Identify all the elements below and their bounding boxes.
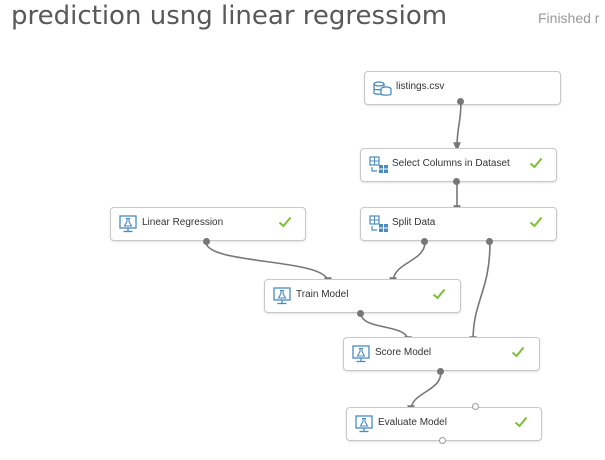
module-linear-regression[interactable]: Linear Regression	[110, 207, 306, 241]
output-port[interactable]	[439, 437, 446, 444]
completed-check-icon	[529, 156, 543, 170]
output-port[interactable]	[357, 310, 364, 317]
experiment-title[interactable]: prediction usng linear regressiom	[11, 1, 448, 31]
module-select-columns[interactable]: Select Columns in Dataset	[360, 148, 557, 182]
module-score-model[interactable]: Score Model	[343, 337, 540, 371]
edge-train-to-score	[360, 312, 412, 346]
completed-check-icon	[514, 415, 528, 429]
module-label: Split Data	[392, 217, 436, 228]
output-port[interactable]	[453, 178, 460, 185]
module-label: Evaluate Model	[378, 417, 447, 428]
module-label: Linear Regression	[142, 217, 224, 228]
module-label: listings.csv	[396, 81, 445, 92]
edge-linreg-to-train	[205, 241, 332, 287]
dataset-icon	[373, 79, 393, 97]
edge-split-to-score	[469, 241, 491, 346]
module-label: Select Columns in Dataset	[392, 158, 510, 169]
flask-monitor-icon	[273, 287, 293, 305]
edge-split-to-train	[389, 241, 426, 287]
flask-monitor-icon	[355, 415, 375, 433]
input-port[interactable]	[472, 403, 479, 410]
completed-check-icon	[529, 215, 543, 229]
output-port[interactable]	[203, 238, 210, 245]
completed-check-icon	[432, 287, 446, 301]
output-port[interactable]	[486, 238, 493, 245]
table-transform-icon	[369, 156, 389, 174]
module-train-model[interactable]: Train Model	[264, 279, 461, 313]
edge-listings-to-select	[453, 101, 462, 152]
module-evaluate-model[interactable]: Evaluate Model	[346, 407, 542, 441]
flask-monitor-icon	[352, 345, 372, 363]
run-status: Finished r	[538, 10, 600, 26]
module-split-data[interactable]: Split Data	[360, 207, 557, 241]
completed-check-icon	[278, 215, 292, 229]
completed-check-icon	[511, 345, 525, 359]
module-label: Train Model	[296, 289, 349, 300]
edge-score-to-evaluate	[407, 371, 442, 415]
flask-monitor-icon	[119, 215, 139, 233]
module-label: Score Model	[375, 347, 432, 358]
output-port[interactable]	[421, 238, 428, 245]
output-port[interactable]	[437, 368, 444, 375]
output-port[interactable]	[457, 98, 464, 105]
table-transform-icon	[369, 215, 389, 233]
